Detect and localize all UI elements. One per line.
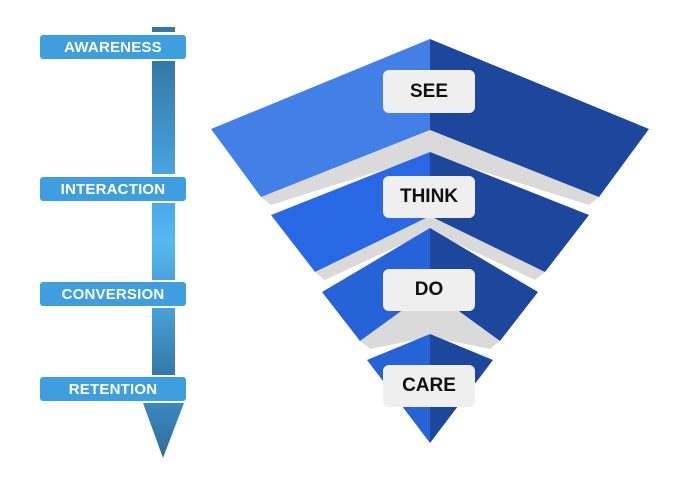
timeline-arrow-head [143, 403, 184, 458]
funnel-layer-do-right [430, 228, 538, 341]
funnel-label-care: CARE [383, 365, 475, 407]
timeline-bar-segment [152, 308, 175, 375]
funnel-label-do: DO [383, 269, 475, 311]
funnel-label-think: THINK [383, 176, 475, 218]
funnel-layer-see-right [430, 39, 649, 197]
timeline-bar-segment [152, 203, 175, 280]
funnel-separator [261, 130, 599, 205]
stage-label-interaction: INTERACTION [40, 177, 186, 201]
funnel-separator [360, 290, 500, 349]
funnel-label-see: SEE [383, 70, 475, 113]
timeline-bar-segment [152, 61, 175, 174]
funnel-layer-see-left [211, 39, 430, 197]
funnel-layer-do-left [322, 228, 430, 341]
stage-label-retention: RETENTION [40, 377, 186, 401]
stage-label-awareness: AWARENESS [40, 35, 186, 59]
stage-label-conversion: CONVERSION [40, 282, 186, 306]
timeline-bar-cap [152, 27, 175, 32]
